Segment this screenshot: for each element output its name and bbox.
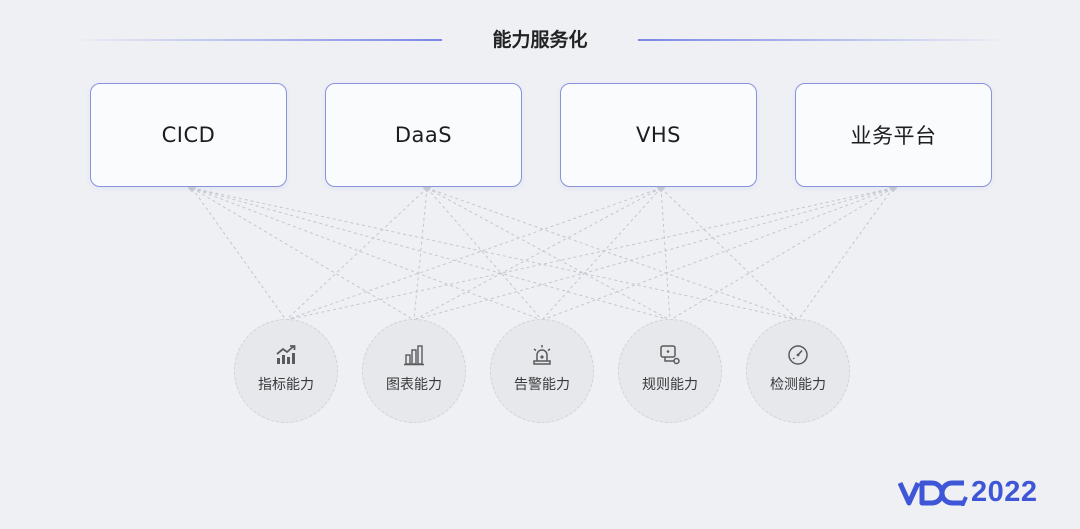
capability-label: 告警能力 — [514, 377, 570, 393]
page-title: 能力服务化 — [492, 29, 588, 51]
connection-line — [285, 187, 428, 321]
capability-label: 指标能力 — [258, 377, 314, 393]
connection-line — [191, 187, 287, 321]
service-label: DaaS — [394, 123, 453, 147]
service-label: VHS — [636, 123, 681, 147]
logo-year: 2022 — [971, 476, 1038, 508]
header-line-left — [70, 39, 442, 41]
vdc-logo-mark — [898, 480, 968, 506]
alarm-light-icon — [533, 345, 551, 365]
connection-line — [285, 187, 894, 321]
trend-chart-icon — [276, 345, 296, 364]
capability-alerts: 告警能力 — [490, 319, 594, 423]
service-box-daas: DaaS — [325, 83, 522, 187]
connection-line — [426, 187, 671, 321]
connection-line — [191, 187, 799, 321]
capability-detection: 检测能力 — [746, 319, 850, 423]
connection-line — [413, 187, 894, 321]
gauge-icon — [788, 345, 808, 365]
connection-line — [413, 187, 428, 321]
connection-line — [285, 187, 662, 321]
service-label: 业务平台 — [850, 124, 937, 148]
header-line-right — [638, 39, 1010, 41]
connection-line — [660, 187, 799, 321]
service-box-business-platform: 业务平台 — [795, 83, 992, 187]
capability-metrics: 指标能力 — [234, 319, 338, 423]
connection-line — [191, 187, 671, 321]
capability-label: 图表能力 — [386, 377, 442, 393]
connection-line — [191, 187, 543, 321]
bar-chart-icon — [404, 345, 424, 366]
service-box-vhs: VHS — [560, 83, 757, 187]
connection-line — [797, 187, 894, 321]
service-box-cicd: CICD — [90, 83, 287, 187]
connection-line — [426, 187, 543, 321]
connection-line — [541, 187, 894, 321]
rule-flow-icon — [660, 345, 680, 365]
capability-charts: 图表能力 — [362, 319, 466, 423]
service-label: CICD — [161, 123, 216, 147]
connection-line — [413, 187, 662, 321]
vdc-logo: 2022 — [898, 476, 1038, 509]
connection-line — [191, 187, 415, 321]
capability-label: 检测能力 — [770, 377, 826, 393]
capability-label: 规则能力 — [642, 377, 698, 393]
connection-line — [669, 187, 894, 321]
connection-line — [541, 187, 662, 321]
connection-line — [426, 187, 799, 321]
connection-line — [660, 187, 671, 321]
capability-rules: 规则能力 — [618, 319, 722, 423]
